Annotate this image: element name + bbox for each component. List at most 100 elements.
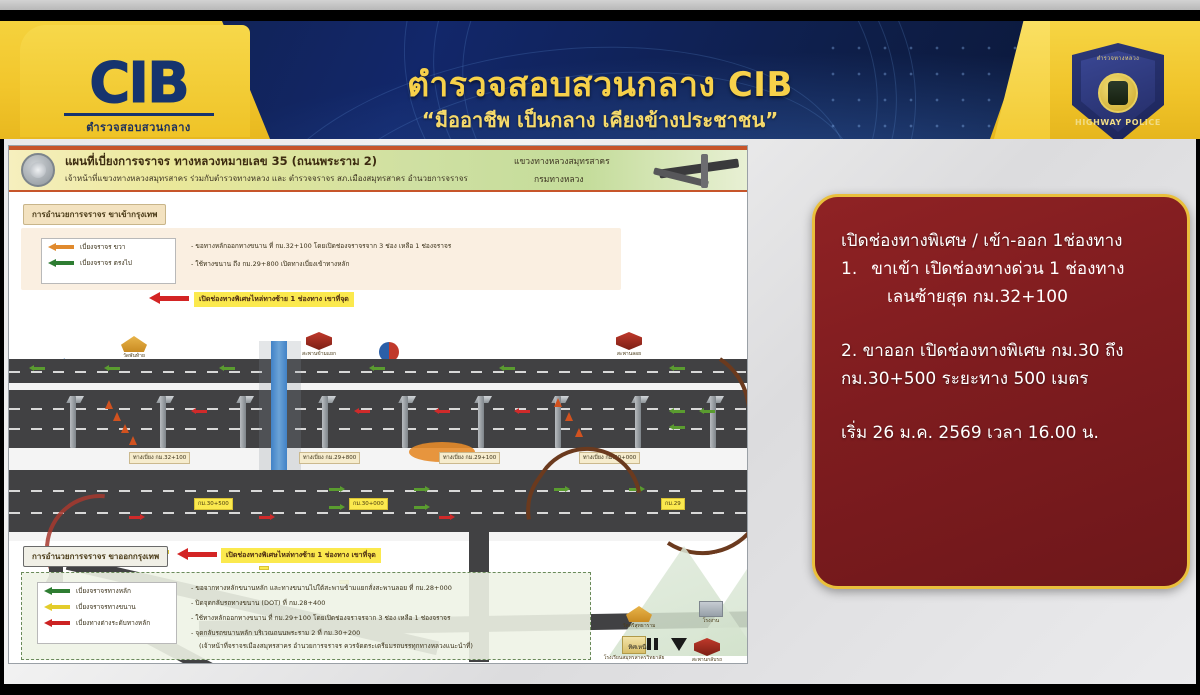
compass-bars-icon xyxy=(647,638,659,650)
temple-icon xyxy=(121,336,147,352)
landmark-temple-lower: วัดศรีสุทธาราม xyxy=(609,606,669,630)
map-header-band: แผนที่เบี่ยงการจราจร ทางหลวงหมายเลข 35 (… xyxy=(9,146,747,192)
road-lane-dash xyxy=(9,408,747,410)
traffic-cone-icon xyxy=(565,412,573,421)
legend-bottom-note-2: - ปิดจุดกลับรถทางขนาน (DOT) ที่ กม.28+40… xyxy=(191,599,326,607)
factory-icon xyxy=(699,601,723,617)
header-left-wedge-round xyxy=(20,25,250,137)
cib-logo-rule xyxy=(63,113,214,117)
panel-heading: เปิดช่องทางพิเศษ / เข้า-ออก 1ช่องทาง xyxy=(841,231,1123,251)
legend-top-key-box: เบี่ยงจราจร ขวา เบี่ยงจราจร ตรงไป xyxy=(41,238,176,284)
landmark-label: โรงเรียนสมุทรสาครวิทยาลัย xyxy=(603,655,665,661)
interchange-illustration xyxy=(649,148,741,192)
arrow-green-icon xyxy=(669,408,685,415)
arrow-red-left-icon xyxy=(439,514,455,521)
arrow-red-icon xyxy=(514,408,530,415)
arrow-green-icon xyxy=(669,365,685,372)
gantry-leg xyxy=(478,396,484,448)
bridge-crossing-blue xyxy=(271,341,287,481)
page-header: CIB ตำรวจสอบสวนกลาง ตำรวจสอบสวนกลาง CIB … xyxy=(0,21,1200,139)
right-black-border xyxy=(1196,139,1200,684)
compass: ทิศเหนือ xyxy=(609,642,669,652)
gantry xyxy=(631,396,649,448)
ic-pier xyxy=(701,154,708,188)
announcement-panel: เปิดช่องทางพิเศษ / เข้า-ออก 1ช่องทาง 1. … xyxy=(812,194,1190,589)
highway-police-badge: ตำรวจทางหลวง HIGHWAY POLICE xyxy=(1072,43,1164,139)
road-shoulder xyxy=(9,383,747,390)
legend-bottom-key-box: เบี่ยงจราจรทางหลัก เบี่ยงจราจรทางขนาน เบ… xyxy=(37,582,177,644)
gantry xyxy=(66,396,84,448)
landmark-temple: วัดพันท้าย xyxy=(109,336,159,360)
landmark-bridge-lower: สะพานกลับรถ xyxy=(677,638,737,663)
landmark-label: วัดพันท้าย xyxy=(123,353,145,359)
legend-row: เบี่ยงจราจร ขวา xyxy=(42,239,175,255)
arrow-red-icon xyxy=(44,618,70,628)
road-sign: ทางเบี่ยง กม.29+800 xyxy=(299,452,361,464)
legend-label: เบี่ยงจราจรทางหลัก xyxy=(76,587,131,595)
road-shoulder xyxy=(9,448,747,470)
department-of-highways-seal-icon xyxy=(21,153,55,187)
legend-label: เบี่ยงจราจรทางขนาน xyxy=(76,603,136,611)
traffic-cone-icon xyxy=(129,436,137,445)
legend-label: เบี่ยงจราจร ตรงไป xyxy=(80,259,132,267)
road-sign: ทางเบี่ยง กม.30+000 xyxy=(579,452,641,464)
landmark-factory: โรงงาน xyxy=(681,601,741,625)
map-header-accent xyxy=(9,146,747,150)
bridge-icon xyxy=(306,332,332,350)
arrow-green-left-icon xyxy=(629,486,645,493)
gantry-leg xyxy=(70,396,76,448)
arrow-green-left-icon xyxy=(329,486,345,493)
arrow-orange-icon xyxy=(48,242,74,252)
road-lane-dash xyxy=(9,371,747,373)
arrow-green-icon xyxy=(44,586,70,596)
legend-label: เบี่ยงจราจร ขวา xyxy=(80,243,126,251)
traffic-cone-icon xyxy=(575,428,583,437)
cib-logo-subtitle: ตำรวจสอบสวนกลาง xyxy=(86,121,191,135)
legend-bottom-highlight: เปิดช่องทางพิเศษไหล่ทางซ้าย 1 ช่องทาง เข… xyxy=(221,548,381,563)
badge-emblem-core xyxy=(1108,81,1128,105)
arrow-green-icon xyxy=(48,258,74,268)
gantry-leg xyxy=(710,396,716,448)
gantry-leg xyxy=(402,396,408,448)
map-org-line-1: แขวงทางหลวงสมุทรสาคร xyxy=(514,157,610,167)
gantry xyxy=(706,396,724,448)
gantry-leg xyxy=(635,396,641,448)
landmark-label: สะพานลอย xyxy=(616,351,642,357)
panel-spacer-2 xyxy=(841,393,1161,419)
arrow-green-left-icon xyxy=(414,486,430,493)
gantry xyxy=(398,396,416,448)
badge-bottom-text: HIGHWAY POLICE xyxy=(1075,118,1161,127)
road-lane-dash xyxy=(9,490,747,492)
landmark-school-lower: โรงเรียนสมุทรสาครวิทยาลัย xyxy=(599,636,669,662)
legend-row: เบี่ยงทางต่างระดับทางหลัก xyxy=(38,615,176,631)
legend-bottom-tag: การอำนวยการจราจร ขาออกกรุงเทพ xyxy=(23,546,169,567)
gantry xyxy=(474,396,492,448)
road-sign: ทางเบี่ยง กม.29+100 xyxy=(439,452,501,464)
landmark-label: สะพานข้ามแยก xyxy=(302,351,336,357)
arrow-green-icon xyxy=(104,365,120,372)
yellow-road-sign: กม.29 xyxy=(661,498,685,510)
legend-bottom-highlight-arrow-icon xyxy=(177,548,217,560)
yellow-road-sign: กม.30+500 xyxy=(194,498,233,510)
panel-item-1: 1. ขาเข้า เปิดช่องทางด่วน 1 ช่องทาง xyxy=(841,255,1161,283)
panel-item-1-continued: เลนซ้ายสุด กม.32+100 xyxy=(887,287,1068,308)
road-sign: ทางเบี่ยง กม.32+100 xyxy=(129,452,191,464)
top-grey-strip xyxy=(0,0,1200,10)
arrow-red-icon xyxy=(434,408,450,415)
arrow-red-icon xyxy=(191,408,207,415)
landmark-label: วัดศรีสุทธาราม xyxy=(622,623,656,629)
legend-top-tag: การอำนวยการจราจร ขาเข้ากรุงเทพ xyxy=(23,204,167,225)
arrow-green-left-icon xyxy=(554,486,570,493)
bridge-icon xyxy=(694,638,720,656)
gantry xyxy=(156,396,174,448)
panel-item-2-continued: กม.30+500 ระยะทาง 500 เมตร xyxy=(841,369,1089,390)
slide-body: แผนที่เบี่ยงการจราจร ทางหลวงหมายเลข 35 (… xyxy=(0,139,1200,684)
gantry-leg xyxy=(322,396,328,448)
top-black-bar xyxy=(0,10,1200,21)
compass-label: ทิศเหนือ xyxy=(628,644,650,651)
arrow-green-left-icon xyxy=(329,504,345,511)
yellow-road-sign: กม.30+000 xyxy=(349,498,388,510)
arrow-green-icon xyxy=(669,424,685,431)
panel-spacer xyxy=(841,311,1161,337)
legend-bottom-note-4: - จุดกลับรถขนานหลัก บริเวณถนนพระราม 2 ที… xyxy=(191,629,361,637)
